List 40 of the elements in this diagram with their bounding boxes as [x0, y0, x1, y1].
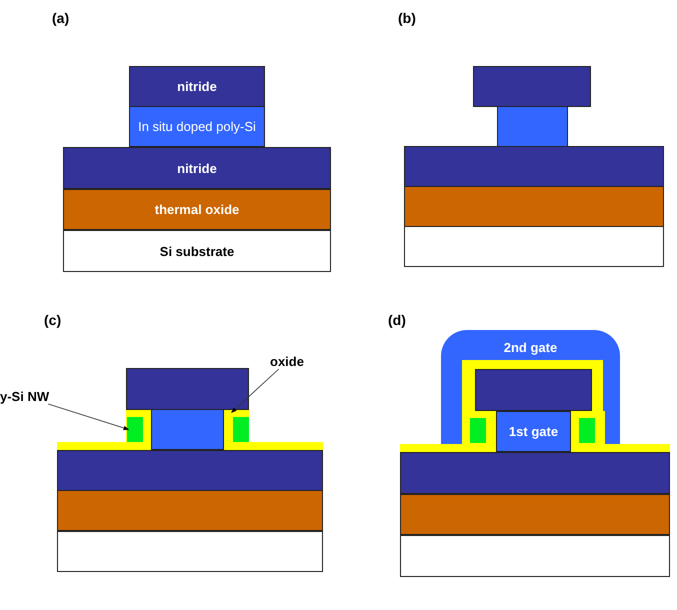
layer-label: thermal oxide: [154, 202, 240, 217]
callout-text: oxide: [270, 354, 304, 369]
panel-label: (a): [52, 10, 70, 26]
nanowire-block: [579, 418, 595, 443]
oxide-layer: [404, 186, 664, 227]
oxide-layer: [63, 189, 331, 230]
layer-label: 1st gate: [508, 424, 558, 439]
leader-line: [231, 368, 280, 413]
leader-line: [48, 404, 130, 430]
oxide-layer: [57, 490, 323, 531]
nitride-layer: [473, 66, 591, 107]
nanowire-block: [233, 417, 249, 442]
nitride-layer: [400, 452, 670, 494]
panel-label: (b): [398, 10, 416, 26]
panel-label: (d): [388, 312, 406, 328]
nitride-layer: [126, 368, 249, 410]
nanowire-block: [470, 418, 486, 443]
oxide-layer: [400, 494, 670, 535]
nanowire-block: [127, 417, 143, 442]
poly-si-layer: [497, 106, 568, 147]
substrate-layer: [400, 535, 670, 577]
oxide-spacer: [224, 409, 249, 444]
substrate-layer: [63, 230, 331, 272]
layer-label: Si substrate: [160, 244, 234, 258]
substrate-layer: [57, 531, 323, 572]
layer-label: nitride: [177, 160, 217, 176]
substrate-layer: [404, 226, 664, 267]
callout-text: y-Si NW: [0, 389, 50, 404]
nitride-layer: [129, 66, 265, 107]
nitride-layer: [57, 450, 323, 491]
layer-label: 2nd gate: [504, 340, 558, 355]
layer-label: In situ doped poly-Si: [138, 119, 256, 134]
nitride-layer: [404, 146, 664, 187]
nitride-layer: [475, 369, 592, 411]
nitride-layer: [63, 147, 331, 189]
poly-si-layer: [129, 106, 265, 147]
poly-si-layer: [151, 409, 224, 450]
layer-label: nitride: [177, 79, 217, 94]
panel-label: (c): [44, 312, 62, 328]
gate-layer: [496, 411, 571, 452]
